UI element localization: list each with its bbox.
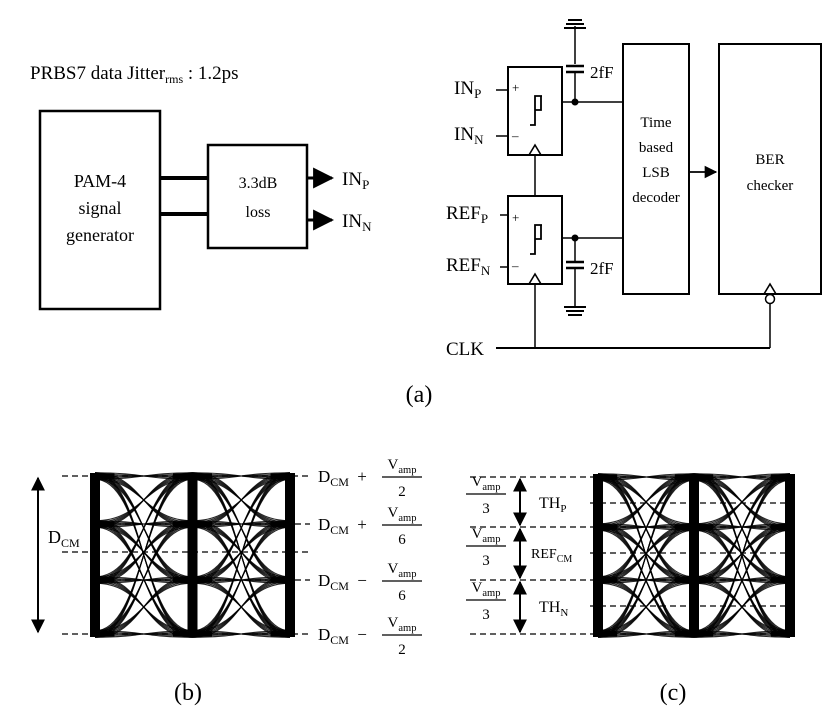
- c-fraction-2-denominator: 3: [482, 553, 490, 569]
- loss-line1: 3.3dB: [239, 175, 278, 192]
- comparator-top-plus: +: [512, 80, 519, 95]
- b-dcm-label: DCM: [48, 527, 80, 550]
- b-level-fraction-4-numerator: Vamp: [388, 615, 417, 634]
- eye-b-crossing: [187, 473, 198, 637]
- ref-label-n: REFN: [446, 255, 491, 278]
- input-label-n: INN: [454, 124, 484, 147]
- top-cap-label: 2fF: [590, 63, 614, 82]
- eye-b-crossing: [285, 473, 295, 637]
- ber-clock-bubble-icon: [764, 293, 776, 305]
- comparator-top-hysteresis-icon: [530, 95, 542, 126]
- eye-c-crossing: [593, 474, 603, 637]
- generator-line1: PAM-4: [74, 171, 126, 191]
- comparator-top-minus: –: [511, 128, 519, 143]
- decoder-line2: based: [639, 140, 674, 156]
- eye-c-crossing: [689, 474, 699, 637]
- decoder-line3: LSB: [642, 165, 670, 181]
- panel-a: PRBS7 data Jitterrms : 1.2ps PAM-4 signa…: [30, 19, 822, 408]
- c-fraction-1-numerator: Vamp: [472, 474, 501, 493]
- caption-c: (c): [660, 680, 687, 706]
- output-label-p: INP: [342, 169, 369, 192]
- generator-line2: signal: [79, 198, 122, 218]
- ber-clock-icon: [763, 282, 777, 295]
- eye-diagram-b: [90, 472, 295, 638]
- eye-c-trace: [597, 473, 695, 638]
- generator-line3: generator: [66, 225, 134, 245]
- bottom-cap-label: 2fF: [590, 259, 614, 278]
- comparator-top-clock-icon: [528, 143, 542, 156]
- eye-b-trace: [94, 630, 193, 638]
- b-level-fraction-4-denominator: 2: [398, 642, 406, 658]
- b-level-label-3: DCM −: [318, 571, 367, 593]
- loss-line2: loss: [246, 204, 271, 221]
- ber-checker-block: [718, 43, 822, 295]
- eye-b-trace: [192, 630, 291, 638]
- eye-c-trace: [693, 630, 791, 638]
- b-level-label-2: DCM +: [318, 515, 367, 537]
- comparator-bottom-hysteresis-icon: [530, 224, 542, 255]
- eye-b-trace: [192, 472, 291, 638]
- comparator-bottom-plus: +: [512, 210, 519, 225]
- input-label-p: INP: [454, 78, 481, 101]
- b-level-fraction-3-denominator: 6: [398, 588, 406, 604]
- c-thn-label: THN: [539, 599, 568, 619]
- eye-c-trace: [597, 630, 695, 638]
- comparator-bottom-minus: –: [511, 258, 519, 273]
- ref-label-p: REFP: [446, 203, 488, 226]
- c-fraction-2-numerator: Vamp: [472, 526, 501, 545]
- c-fraction-1-denominator: 3: [482, 501, 490, 517]
- decoder-line1: Time: [640, 115, 671, 131]
- eye-c-trace: [693, 473, 791, 638]
- ber-line1: BER: [755, 152, 784, 168]
- c-fraction-3-denominator: 3: [482, 607, 490, 623]
- jitter-label: PRBS7 data Jitterrms : 1.2ps: [30, 63, 239, 86]
- caption-a: (a): [406, 382, 433, 408]
- caption-b: (b): [174, 680, 202, 706]
- eye-diagram-c: [593, 473, 795, 638]
- b-level-fraction-2-denominator: 6: [398, 532, 406, 548]
- eye-b-crossing: [90, 473, 100, 637]
- comparator-bottom-clock-icon: [528, 272, 542, 285]
- b-level-label-4: DCM −: [318, 625, 367, 647]
- b-level-fraction-2-numerator: Vamp: [388, 505, 417, 524]
- eye-c-crossing: [785, 474, 795, 637]
- output-label-n: INN: [342, 211, 372, 234]
- c-thp-label: THP: [539, 495, 566, 515]
- b-level-fraction-1-denominator: 2: [398, 484, 406, 500]
- loss-block: [206, 143, 309, 250]
- decoder-line4: decoder: [632, 190, 679, 206]
- pam4-generator-block: [38, 109, 162, 311]
- ber-line2: checker: [747, 178, 794, 194]
- eye-b-trace: [94, 472, 193, 638]
- clk-label: CLK: [446, 339, 484, 360]
- b-level-fraction-1-numerator: Vamp: [388, 457, 417, 476]
- lsb-decoder-block: [622, 43, 690, 295]
- c-refcm-label: REFCM: [531, 547, 572, 565]
- b-level-fraction-3-numerator: Vamp: [388, 561, 417, 580]
- b-level-label-1: DCM +: [318, 467, 367, 489]
- c-fraction-3-numerator: Vamp: [472, 580, 501, 599]
